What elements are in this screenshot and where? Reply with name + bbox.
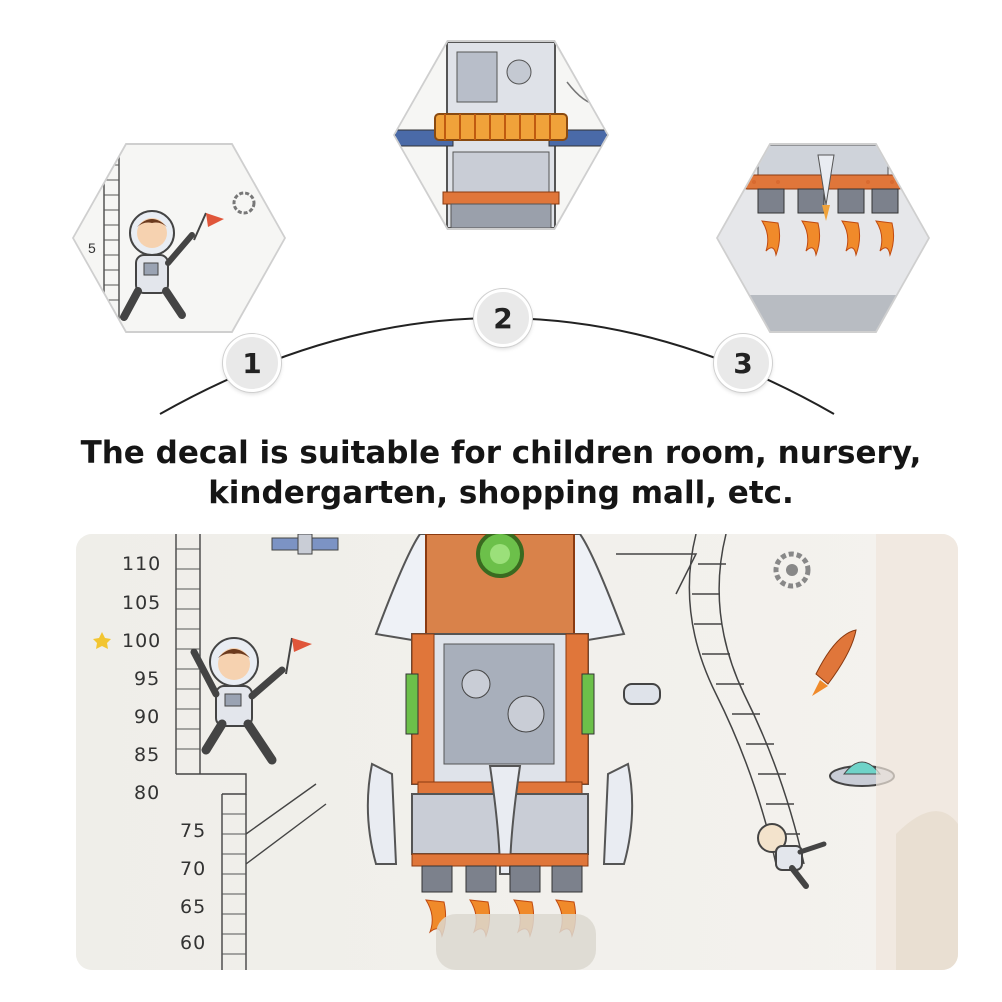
rope-ladder (688, 534, 805, 865)
star-icon (93, 632, 111, 649)
height-tick-110: 110 (122, 553, 162, 575)
scale-number: 5 (88, 240, 96, 256)
astronaut-figure (190, 637, 312, 765)
gamepad-icon (623, 683, 661, 705)
astronaut-illustration: 5 (88, 149, 256, 331)
height-tick-80: 80 (134, 782, 161, 804)
step-badge-3: 3 (714, 334, 772, 392)
height-tick-85: 85 (134, 744, 161, 766)
gear-icon (773, 551, 811, 589)
satellite-icon (271, 534, 339, 555)
detail-hexagon-astronaut: 5 (72, 143, 286, 333)
height-tick-100: 100 (122, 630, 162, 652)
height-tick-75: 75 (180, 820, 207, 842)
rocket-body-illustration (395, 42, 607, 228)
wall-decal-scene (76, 534, 958, 970)
height-tick-95: 95 (134, 668, 161, 690)
caption-line-2: kindergarten, shopping mall, etc. (208, 475, 794, 511)
small-astronaut-icon (757, 823, 827, 889)
height-tick-105: 105 (122, 592, 162, 614)
detail-hexagon-rocket-flames (716, 143, 930, 333)
height-tick-65: 65 (180, 896, 207, 918)
rocket-decal (366, 534, 634, 938)
step-badge-1: 1 (223, 334, 281, 392)
product-photo: 110 105 100 95 90 85 80 75 70 65 60 (76, 534, 958, 970)
caption-line-1: The decal is suitable for children room,… (80, 435, 922, 471)
step-badge-2: 2 (474, 289, 532, 347)
small-rocket-icon (812, 629, 857, 696)
height-tick-70: 70 (180, 858, 207, 880)
height-tick-60: 60 (180, 932, 207, 954)
height-tick-90: 90 (134, 706, 161, 728)
